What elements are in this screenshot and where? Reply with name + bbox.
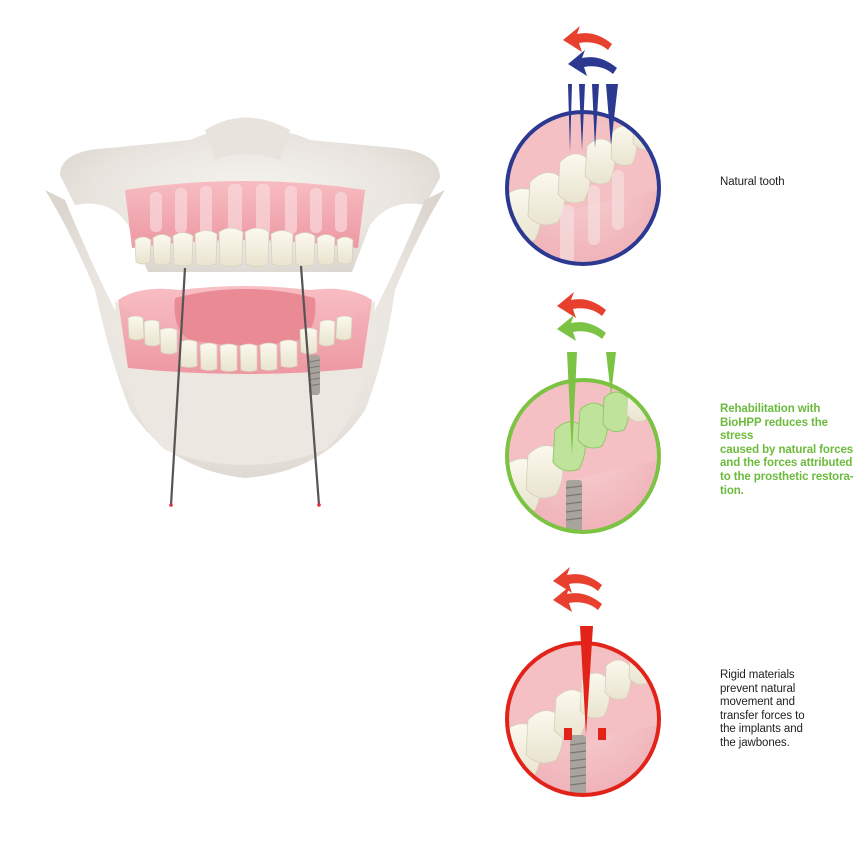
caption-rigid-materials: Rigid materials prevent natural movement… (720, 669, 860, 751)
natural-tooth-panel (500, 26, 660, 265)
green-force-arrow-icon (557, 315, 606, 341)
blue-force-arrow-icon (568, 50, 617, 76)
caption-natural-tooth: Natural tooth (720, 176, 860, 190)
jaw-illustration (45, 118, 445, 507)
biohpp-panel (500, 292, 660, 532)
implant-biohpp (566, 480, 582, 532)
caption-biohpp: Rehabilitation with BioHPP reduces the s… (720, 403, 863, 498)
tongue (175, 289, 316, 345)
red-force-arrow-icon (557, 292, 606, 318)
implant-rigid (570, 735, 586, 795)
red-force-arrow-icon (553, 567, 602, 593)
rigid-panel (500, 567, 660, 795)
red-force-arrow-icon (563, 26, 612, 52)
red-force-arrow-icon (553, 586, 602, 612)
